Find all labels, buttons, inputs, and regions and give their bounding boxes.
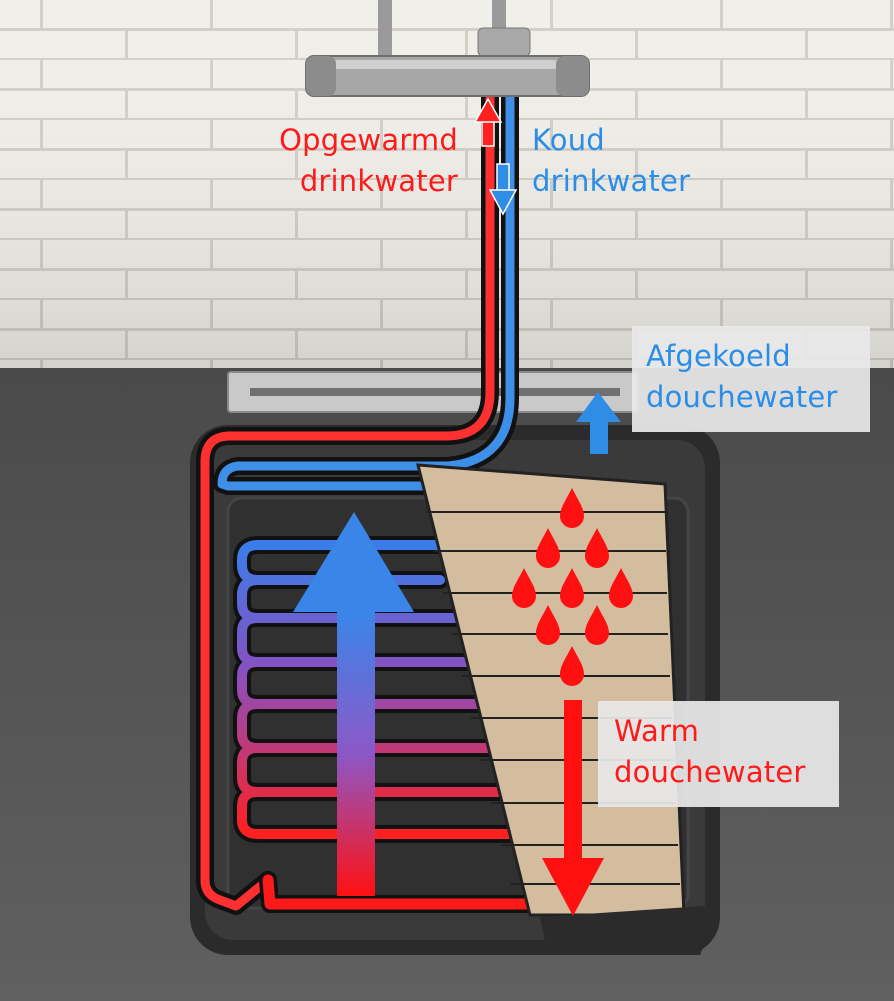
warm-water-arrow (542, 700, 604, 916)
heat-transfer-arrow (293, 512, 414, 896)
label-cooled-line-1: Afgekoeld (646, 339, 791, 373)
thermostat-faucet (305, 0, 590, 97)
label-cooled-line-2: douchewater (646, 380, 838, 414)
label-cooled-shower-water: Afgekoeld douchewater (632, 326, 870, 432)
label-warm-line-2: douchewater (614, 755, 806, 789)
hot-pipe (200, 87, 495, 911)
riser-direction-arrows (473, 97, 518, 216)
cold-down-arrow (488, 163, 518, 216)
label-heated-drinking-water: Opgewarmd drinkwater (258, 120, 458, 202)
label-heated-line-2: drinkwater (299, 164, 458, 198)
heat-exchanger-coil (233, 536, 519, 843)
water-droplets (512, 488, 633, 686)
drain-gutter (227, 371, 639, 413)
label-warm-shower-water: Warm douchewater (598, 701, 839, 807)
label-cold-line-1: Koud (532, 123, 605, 157)
label-cold-drinking-water: Koud drinkwater (532, 120, 690, 202)
label-warm-line-1: Warm (614, 714, 700, 748)
cooled-water-arrow (576, 392, 621, 454)
label-heated-line-1: Opgewarmd (279, 123, 458, 157)
label-cold-line-2: drinkwater (532, 164, 691, 198)
hot-up-arrow (473, 97, 503, 147)
